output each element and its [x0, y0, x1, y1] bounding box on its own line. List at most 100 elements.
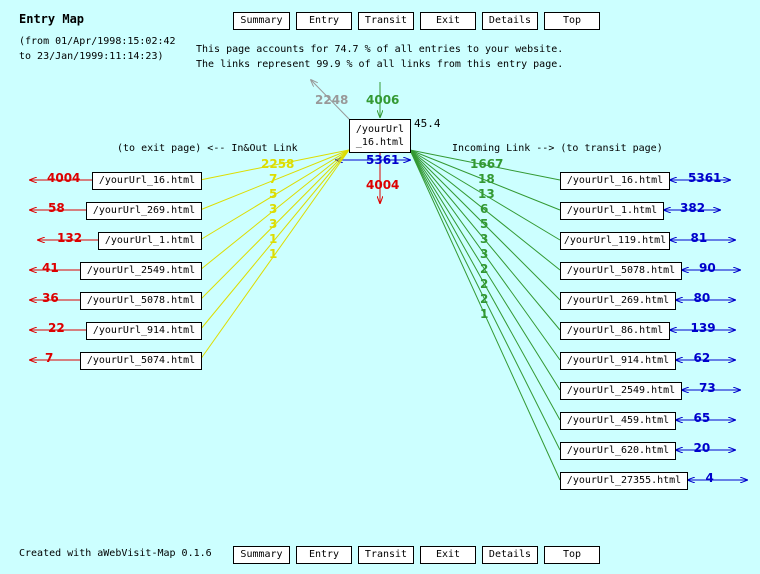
incoming-link-line: [409, 149, 561, 271]
transit-count: 62: [693, 351, 711, 365]
transit-page-box[interactable]: /yourUrl_16.html: [560, 172, 670, 190]
incoming-count: 3: [480, 247, 489, 261]
nav-summary-button[interactable]: Summary: [233, 12, 290, 30]
nav-entry-button[interactable]: Entry: [296, 12, 352, 30]
inout-count: 1: [269, 247, 278, 261]
nav-details-button[interactable]: Details: [482, 12, 538, 30]
nav-transit-button[interactable]: Transit: [358, 546, 414, 564]
exit-page-box[interactable]: /yourUrl_5074.html: [80, 352, 202, 370]
inout-link-line: [199, 149, 350, 301]
nav-transit-button[interactable]: Transit: [358, 12, 414, 30]
summary-entries: This page accounts for 74.7 % of all ent…: [196, 44, 564, 55]
transit-page-box[interactable]: /yourUrl_914.html: [560, 352, 676, 370]
exit-count: 7: [45, 351, 54, 365]
incoming-link-line: [409, 149, 561, 211]
inout-link-line: [199, 149, 350, 211]
exit-page-box[interactable]: /yourUrl_269.html: [86, 202, 202, 220]
transit-count: 4: [705, 471, 714, 485]
entry-count: 4006: [366, 93, 400, 107]
incoming-link-line: [409, 149, 561, 421]
inout-link-line: [199, 149, 350, 361]
transit-page-box[interactable]: /yourUrl_27355.html: [560, 472, 688, 490]
center-page-url-line1: /yourUrl: [355, 124, 405, 135]
nav-bar-bottom: Summary Entry Transit Exit Details Top: [233, 546, 600, 564]
incoming-count: 18: [478, 172, 495, 186]
incoming-count: 2: [480, 277, 489, 291]
nav-exit-button[interactable]: Exit: [420, 546, 476, 564]
summary-text: This page accounts for 74.7 % of all ent…: [196, 42, 563, 72]
transit-page-box[interactable]: /yourUrl_2549.html: [560, 382, 682, 400]
transit-page-box[interactable]: /yourUrl_459.html: [560, 412, 676, 430]
transit-page-box[interactable]: /yourUrl_119.html: [560, 232, 670, 250]
transit-page-box[interactable]: /yourUrl_86.html: [560, 322, 670, 340]
nav-entry-button[interactable]: Entry: [296, 546, 352, 564]
inout-link-line: [199, 149, 350, 241]
incoming-count: 1: [480, 307, 489, 321]
center-page-box[interactable]: /yourUrl _16.html: [349, 119, 411, 153]
nav-top-button[interactable]: Top: [544, 546, 600, 564]
incoming-link-line: [409, 149, 561, 481]
inout-count: 3: [269, 217, 278, 231]
incoming-count: 3: [480, 232, 489, 246]
nav-details-button[interactable]: Details: [482, 546, 538, 564]
nav-exit-button[interactable]: Exit: [420, 12, 476, 30]
nav-bar-top: Summary Entry Transit Exit Details Top: [233, 12, 600, 30]
inout-link-line: [199, 149, 350, 271]
incoming-count: 2: [480, 292, 489, 306]
exit-count: 4004: [47, 171, 81, 185]
center-exit-count: 4004: [366, 178, 400, 192]
incoming-link-line: [409, 149, 561, 391]
exit-count: 36: [42, 291, 59, 305]
inout-count: 7: [269, 172, 278, 186]
exit-count: 22: [48, 321, 65, 335]
incoming-count: 1667: [470, 157, 504, 171]
inout-count: 3: [269, 202, 278, 216]
incoming-link-line: [409, 149, 561, 451]
inout-count: 2258: [261, 157, 295, 171]
transit-page-box[interactable]: /yourUrl_269.html: [560, 292, 676, 310]
exit-count: 41: [42, 261, 59, 275]
transit-page-box[interactable]: /yourUrl_620.html: [560, 442, 676, 460]
inout-link-line: [199, 149, 350, 181]
transit-page-box[interactable]: /yourUrl_5078.html: [560, 262, 682, 280]
footer-credit: Created with aWebVisit-Map 0.1.6: [19, 548, 212, 559]
incoming-link-line: [409, 149, 561, 181]
exit-count: 58: [48, 201, 65, 215]
incoming-count: 6: [480, 202, 489, 216]
inout-count: 5: [269, 187, 278, 201]
transit-page-box[interactable]: /yourUrl_1.html: [560, 202, 664, 220]
nav-top-button[interactable]: Top: [544, 12, 600, 30]
page-title: Entry Map: [19, 12, 85, 26]
exit-page-box[interactable]: /yourUrl_2549.html: [80, 262, 202, 280]
self-link-count: 5361: [366, 153, 400, 167]
gray-count: 2248: [315, 93, 349, 107]
exit-count: 132: [57, 231, 83, 245]
transit-count: 382: [680, 201, 706, 215]
nav-summary-button[interactable]: Summary: [233, 546, 290, 564]
date-range-start: (from 01/Apr/1998:15:02:42: [19, 36, 176, 47]
date-range-end: to 23/Jan/1999:11:14:23): [19, 51, 164, 62]
gray-link-arrow: [311, 80, 351, 121]
incoming-link-line: [409, 149, 561, 361]
incoming-count: 5: [480, 217, 489, 231]
inout-count: 1: [269, 232, 278, 246]
exit-page-box[interactable]: /yourUrl_16.html: [92, 172, 202, 190]
transit-count: 5361: [688, 171, 722, 185]
exit-page-box[interactable]: /yourUrl_5078.html: [80, 292, 202, 310]
transit-count: 90: [699, 261, 716, 275]
right-header: Incoming Link --> (to transit page): [452, 143, 663, 154]
summary-links: The links represent 99.9 % of all links …: [196, 59, 564, 70]
transit-count: 81: [690, 231, 708, 245]
transit-count: 73: [699, 381, 716, 395]
center-page-url-line2: _16.html: [355, 137, 405, 148]
incoming-link-line: [409, 149, 561, 301]
incoming-count: 13: [478, 187, 495, 201]
transit-count: 65: [693, 411, 711, 425]
inout-link-line: [199, 149, 350, 331]
transit-count: 139: [690, 321, 716, 335]
exit-page-box[interactable]: /yourUrl_914.html: [86, 322, 202, 340]
center-percent: 45.4: [414, 117, 441, 130]
exit-page-box[interactable]: /yourUrl_1.html: [98, 232, 202, 250]
incoming-count: 2: [480, 262, 489, 276]
